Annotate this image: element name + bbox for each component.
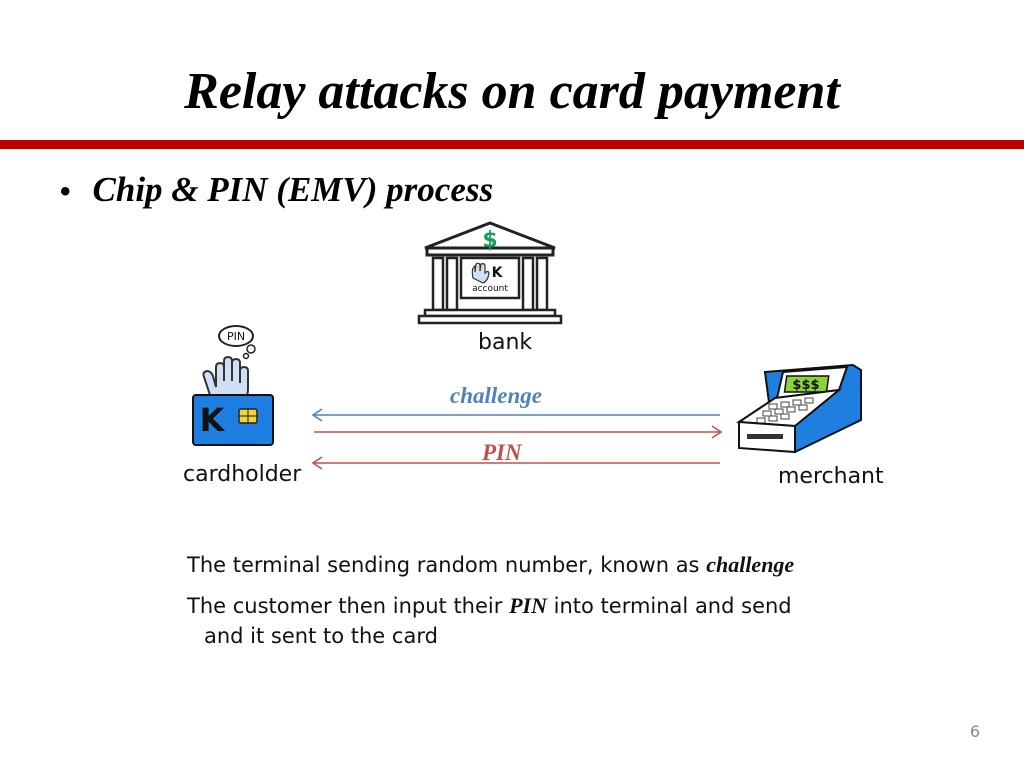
challenge-arrow [311,408,720,422]
pin-arrow [311,456,720,470]
cardholder-icon: PIN K [192,325,274,446]
note-line-1: The terminal sending random number, know… [187,552,794,578]
pin-thought-text: PIN [227,330,245,343]
bullet-text: Chip & PIN (EMV) process [92,170,494,209]
bank-panel-text: account [472,284,508,294]
bank-dollar-sign: $ [482,228,497,253]
bullet-dot-icon: • [60,175,71,208]
card-letter: K [200,401,226,439]
bank-panel-letter: K [492,265,504,281]
cardholder-label: cardholder [183,462,302,487]
note-line-3: and it sent to the card [204,624,438,648]
pin-label: PIN [482,440,522,465]
terminal-display-text: $$$ [792,378,819,393]
merchant-terminal-icon: $$$ [736,363,862,454]
response-arrow [314,425,723,439]
title-divider [0,140,1024,149]
challenge-label: challenge [450,383,542,408]
note-line-1-text: The terminal sending random number, know… [187,553,700,577]
bank-label: bank [478,330,533,355]
note-line-2-emphasis: PIN [509,593,547,618]
note-line-2: The customer then input their PIN into t… [187,593,792,619]
bullet-item: • Chip & PIN (EMV) process [60,170,493,210]
note-line-2-text-b: into terminal and send [553,594,792,618]
bank-icon: $ K account [417,221,563,325]
note-line-1-emphasis: challenge [706,552,795,577]
message-arrows [311,408,723,470]
slide-number: 6 [969,722,980,741]
note-line-2-text-a: The customer then input their [187,594,503,618]
slide-title: Relay attacks on card payment [184,63,840,120]
merchant-label: merchant [778,464,884,489]
